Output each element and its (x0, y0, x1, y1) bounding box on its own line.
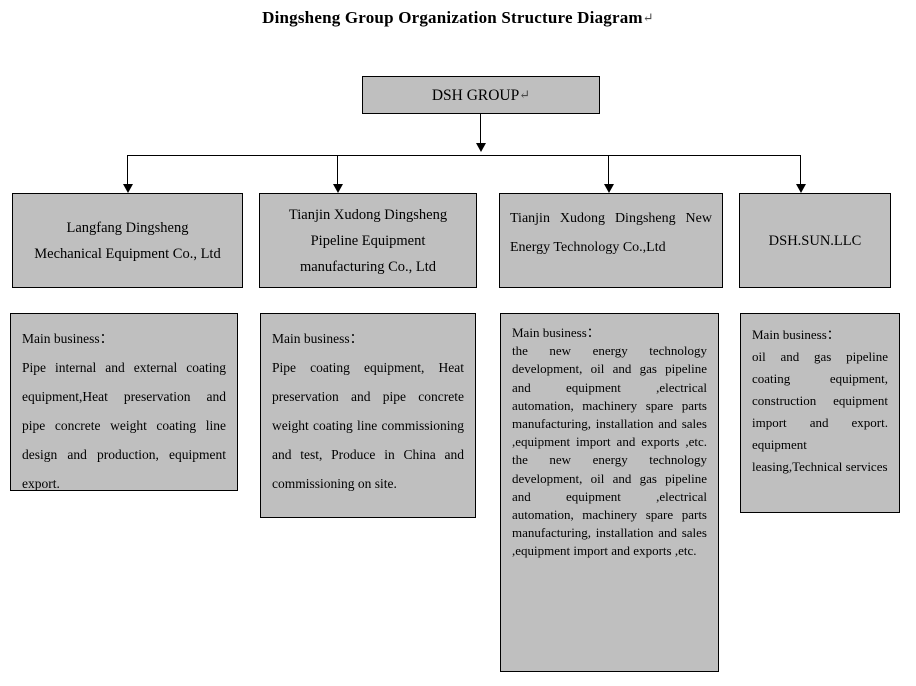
org-node-1-inner: Langfang Dingsheng Mechanical Equipment … (13, 194, 242, 287)
description-box-langfang-dingsheng-mechanical: Main business： Pipe internal and externa… (10, 313, 238, 491)
org-node-3-label: Tianjin Xudong Dingsheng New Energy Tech… (510, 211, 712, 255)
description-1-body: Pipe internal and external coating equip… (22, 360, 226, 491)
connector-drop-line-3 (608, 155, 609, 187)
description-3-heading: Main business： (512, 325, 600, 340)
org-node-3-inner: Tianjin Xudong Dingsheng New Energy Tech… (500, 194, 722, 262)
connector-drop-line-1 (127, 155, 128, 187)
org-node-1-label-line-2: Mechanical Equipment Co., Ltd (34, 245, 221, 262)
connector-arrow-icon-3 (604, 184, 614, 193)
paragraph-mark-icon: ↵ (519, 86, 531, 102)
connector-trunk-arrow-icon (476, 143, 486, 152)
description-4-heading: Main business： (752, 327, 840, 342)
org-node-root[interactable]: DSH GROUP↵ (362, 76, 600, 114)
org-node-4-label: DSH.SUN.LLC (768, 232, 862, 249)
description-2-body: Pipe coating equipment, Heat preservatio… (272, 360, 464, 491)
org-node-2-label-line-2: Pipeline Equipment (310, 232, 426, 249)
org-node-root-label: DSH GROUP↵ (363, 77, 599, 114)
connector-trunk-line (480, 114, 481, 146)
paragraph-mark-icon: ↵ (642, 10, 654, 25)
org-node-root-label-text: DSH GROUP (431, 86, 520, 104)
connector-horizontal-bus (127, 155, 801, 156)
org-node-root-inner: DSH GROUP↵ (363, 77, 599, 113)
org-node-1-label-line-1: Langfang Dingsheng (66, 219, 189, 236)
description-4-body: oil and gas pipeline coating equipment, … (752, 349, 888, 474)
org-node-langfang-dingsheng-mechanical[interactable]: Langfang Dingsheng Mechanical Equipment … (12, 193, 243, 288)
page-title: Dingsheng Group Organization Structure D… (0, 8, 916, 28)
description-box-tianjin-xudong-dingsheng-pipeline: Main business： Pipe coating equipment, H… (260, 313, 476, 518)
org-node-2-inner: Tianjin Xudong Dingsheng Pipeline Equipm… (260, 194, 476, 287)
description-2-heading: Main business： (272, 331, 364, 346)
description-box-tianjin-xudong-dingsheng-new-energy: Main business： the new energy technology… (500, 313, 719, 672)
org-node-2-label-line-1: Tianjin Xudong Dingsheng (288, 206, 448, 223)
description-box-dsh-sun-llc: Main business： oil and gas pipeline coat… (740, 313, 900, 513)
connector-arrow-icon-1 (123, 184, 133, 193)
connector-drop-line-2 (337, 155, 338, 187)
description-1-heading: Main business： (22, 331, 114, 346)
org-node-tianjin-xudong-dingsheng-new-energy[interactable]: Tianjin Xudong Dingsheng New Energy Tech… (499, 193, 723, 288)
org-node-tianjin-xudong-dingsheng-pipeline[interactable]: Tianjin Xudong Dingsheng Pipeline Equipm… (259, 193, 477, 288)
connector-drop-line-4 (800, 155, 801, 187)
connector-arrow-icon-2 (333, 184, 343, 193)
connector-arrow-icon-4 (796, 184, 806, 193)
org-node-2-label-line-3: manufacturing Co., Ltd (299, 258, 437, 275)
org-node-4-inner: DSH.SUN.LLC (740, 194, 890, 287)
description-3-body: the new energy technology development, o… (512, 343, 707, 559)
page-title-text: Dingsheng Group Organization Structure D… (262, 8, 643, 27)
org-node-dsh-sun-llc[interactable]: DSH.SUN.LLC (739, 193, 891, 288)
